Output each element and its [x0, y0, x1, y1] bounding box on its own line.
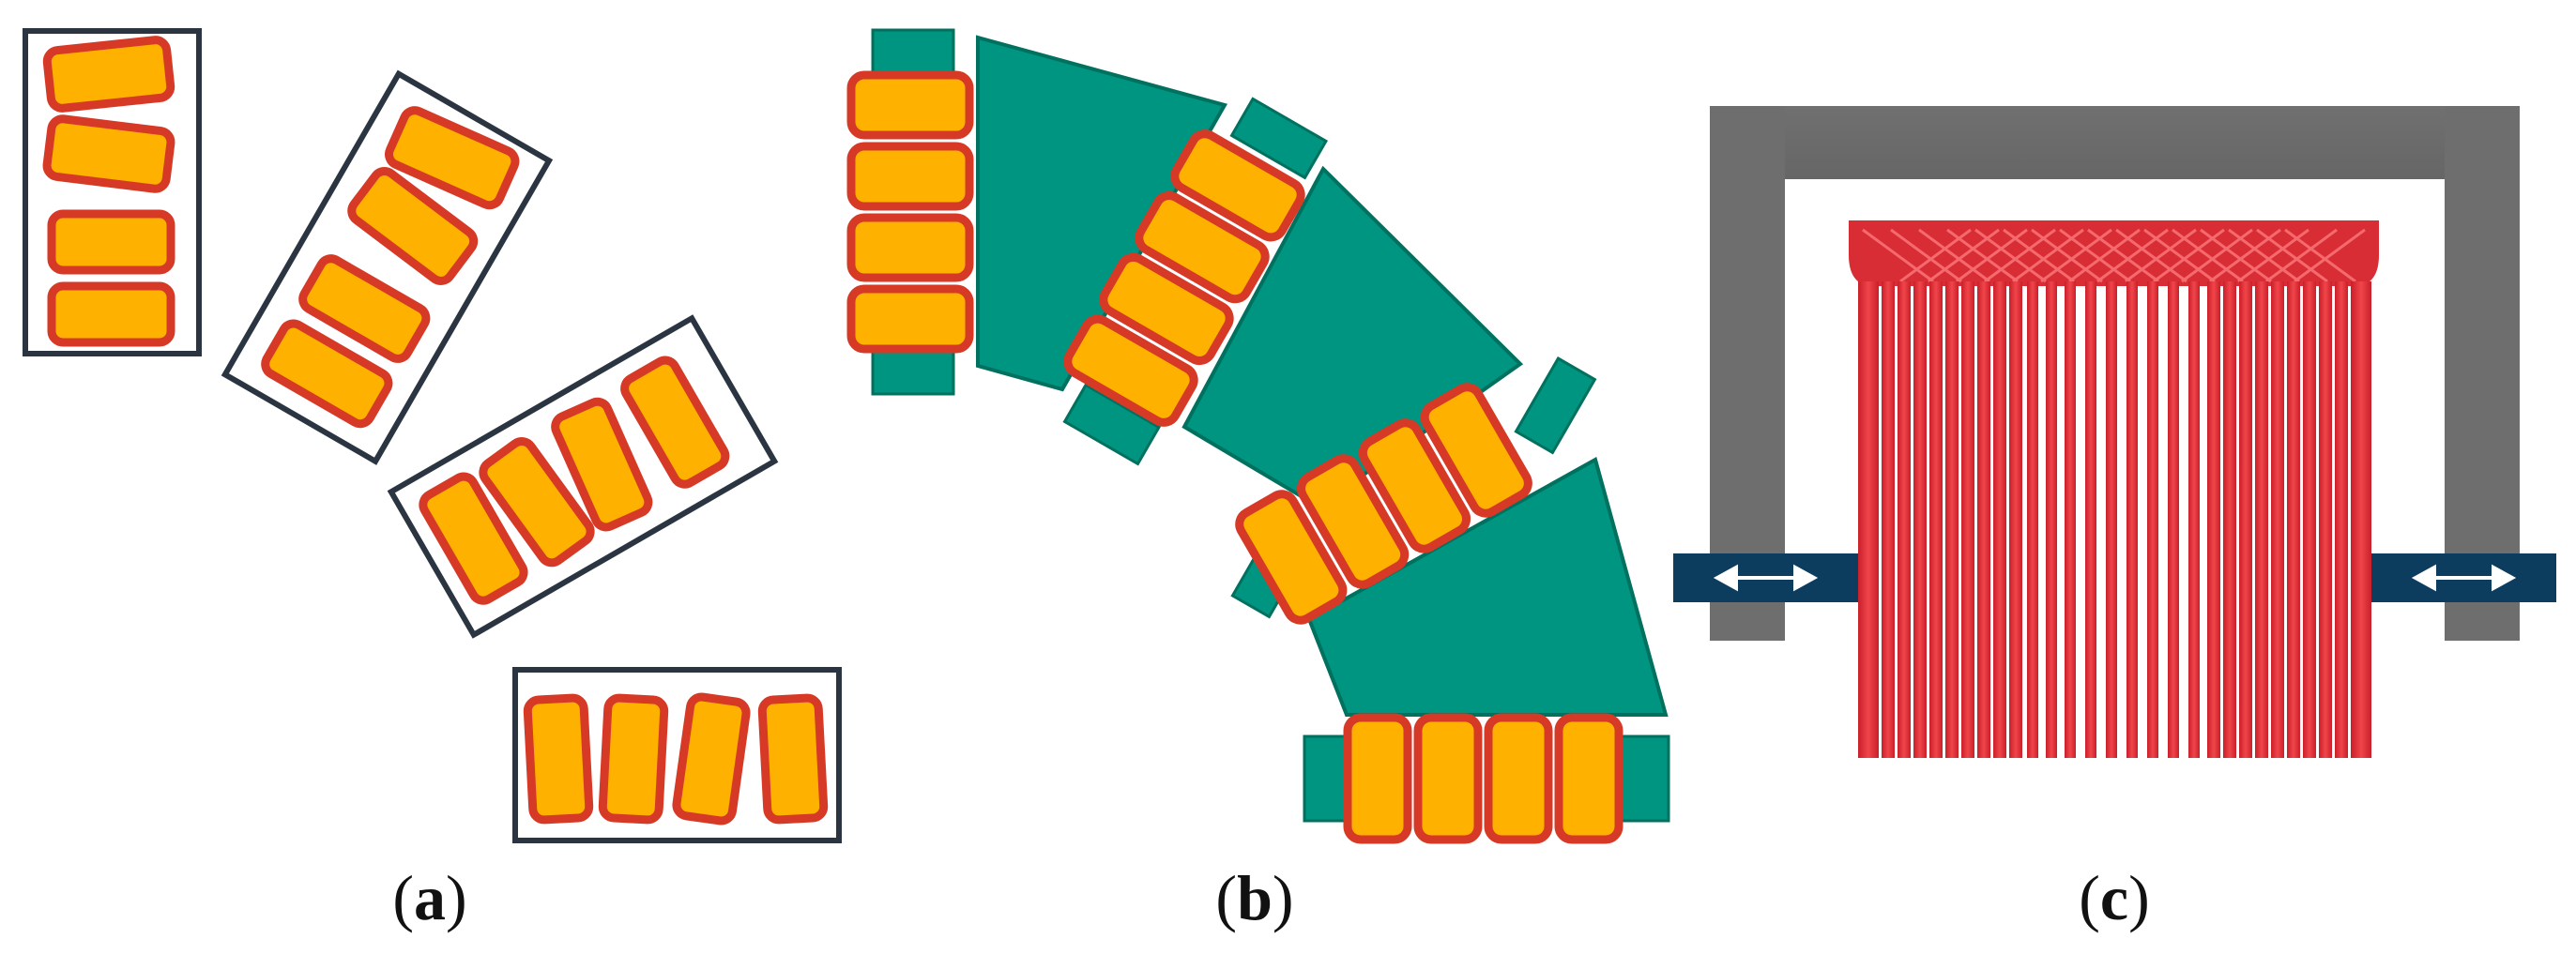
core-tab	[871, 28, 955, 74]
conductor-stack-3	[1235, 383, 1532, 625]
conductor-bar	[1235, 490, 1348, 625]
conductor-bar	[1099, 252, 1234, 366]
conductor-group-1	[23, 28, 202, 356]
conductor-bar	[523, 693, 594, 825]
conductor-bar	[42, 114, 175, 193]
panel-a	[23, 28, 842, 843]
frame-top-beam	[1710, 106, 2520, 179]
group-box	[387, 314, 779, 639]
conductor-bar	[419, 472, 528, 605]
core-tab	[871, 350, 955, 396]
conductor-stack-4	[1343, 713, 1623, 844]
panel-b	[846, 28, 1670, 844]
conductor-bar	[479, 436, 595, 568]
conductor-bar	[1135, 191, 1270, 304]
frame-right-leg	[2445, 106, 2520, 641]
conductor-bar	[1358, 418, 1471, 553]
conductor-bar	[551, 397, 653, 532]
group-box	[512, 667, 842, 843]
conductor-bar	[672, 692, 751, 825]
conductor-bar	[347, 166, 479, 285]
conductor-bar	[298, 254, 431, 363]
conductor-bar	[846, 142, 974, 211]
conductor-bar	[1413, 713, 1483, 844]
conductor-bar	[384, 106, 520, 210]
panel-label-a: (a)	[392, 862, 467, 933]
conductor-bar	[846, 213, 974, 282]
conductor-bar	[1343, 713, 1412, 844]
panel-c	[1673, 106, 2556, 758]
group-box	[221, 69, 554, 465]
core-tab	[1514, 356, 1597, 455]
coil-top-cap	[1849, 220, 2379, 286]
conductor-bar	[757, 693, 829, 825]
core-tab	[1062, 383, 1162, 466]
coil-strands	[1858, 281, 2371, 758]
conductor-bar	[846, 284, 974, 354]
frame-left-leg	[1710, 106, 1785, 641]
conductor-bar	[1420, 383, 1532, 518]
conductor-bar	[1554, 713, 1623, 844]
conductor-bar	[47, 281, 175, 347]
conductor-group-3	[387, 314, 779, 639]
coil-twist-lines	[1862, 228, 2366, 283]
group-box	[23, 28, 202, 356]
conductor-bar	[620, 356, 730, 489]
conductor-bar	[42, 36, 175, 113]
conductor-bar	[47, 209, 175, 275]
coil-winding	[1849, 220, 2379, 758]
core-tab	[1229, 97, 1329, 180]
conductor-bar	[1170, 129, 1305, 242]
conductor-group-2	[221, 69, 554, 465]
conductor-stack-2	[1063, 129, 1305, 427]
conductor-bar	[1063, 314, 1198, 427]
conductor-bar	[1484, 713, 1553, 844]
double-headed-arrow-icon	[2411, 564, 2517, 592]
conductor-bar	[261, 319, 393, 429]
conductor-bar	[846, 70, 974, 140]
panel-label-c: (c)	[2079, 862, 2150, 933]
double-headed-arrow-icon	[1713, 564, 1819, 592]
conductor-bar	[598, 693, 669, 825]
conductor-stack-1	[846, 70, 974, 354]
panel-label-b: (b)	[1215, 862, 1294, 933]
conductor-group-4	[512, 667, 842, 843]
core-tab	[1620, 734, 1670, 823]
core-segment-1	[976, 35, 1228, 392]
conductor-bar	[1297, 454, 1410, 589]
